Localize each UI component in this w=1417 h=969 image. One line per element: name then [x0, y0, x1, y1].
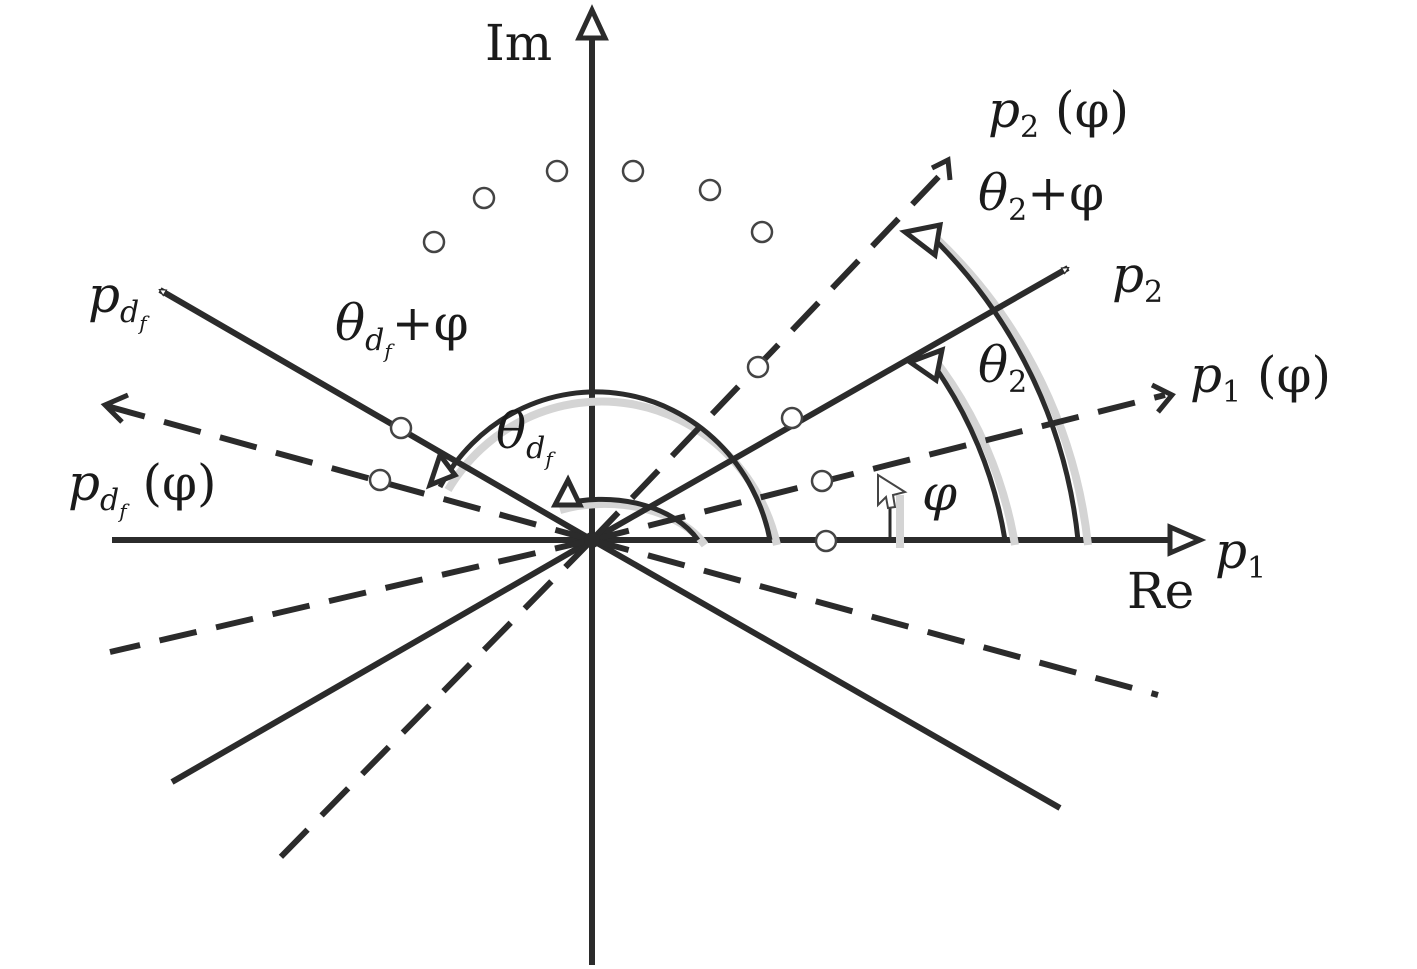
label-p1-phi: p1 (φ) [1190, 346, 1331, 410]
imag-axis-label: Im [485, 14, 552, 72]
mouse-pointer-icon [877, 473, 908, 510]
circle-marker-icon [368, 468, 392, 492]
arc-arrowheads [425, 221, 946, 508]
circle-marker-icon [814, 529, 838, 553]
arc-shadows [444, 237, 1092, 548]
root-markers [368, 159, 838, 553]
axes [112, 4, 1207, 965]
angle-arcs [437, 233, 1081, 542]
real-axis-arrow-icon [1167, 523, 1207, 557]
arc-theta2-plus-phi [928, 233, 1081, 541]
circle-marker-icon [389, 416, 413, 440]
label-p1: p1 [1215, 522, 1266, 586]
vector-p2 [590, 265, 1068, 543]
small-arrow-icon [100, 392, 129, 424]
rotated-arrowheads [100, 156, 1176, 424]
solid-vectors [160, 265, 1068, 543]
solid-lower-lines [170, 537, 1062, 811]
small-arrow-icon [930, 156, 953, 181]
arc-theta-df [559, 496, 701, 542]
label-phi: φ [922, 464, 957, 522]
arc-theta2 [927, 358, 1008, 541]
circle-marker-icon [472, 186, 496, 210]
label-pdf-phi: pdf (φ) [68, 454, 217, 523]
label-theta-df-plus-phi: θdf+φ [335, 294, 469, 363]
circle-marker-icon [545, 159, 569, 183]
dashed-pdf-phi [102, 402, 593, 543]
dashed-p1-phi [591, 392, 1166, 543]
label-p2: p2 [1112, 246, 1163, 310]
dashed-p2-phi [589, 167, 948, 543]
label-p2-phi: p2 (φ) [988, 81, 1129, 145]
dashed-lines [102, 167, 1166, 873]
circle-marker-icon [422, 230, 446, 254]
labels: Im Re p1 p2 (φ) θ2+φ p2 p1 (φ) θ2 φ pdf … [68, 14, 1331, 620]
circle-marker-icon [746, 355, 770, 379]
label-theta2: θ2 [978, 336, 1027, 400]
real-axis-label: Re [1127, 562, 1194, 620]
small-arrow-icon [1150, 382, 1176, 414]
imag-axis-arrow-icon [575, 4, 609, 41]
label-theta2-plus-phi: θ2+φ [978, 164, 1104, 228]
arc-theta-df-plus-phi [437, 389, 773, 541]
circle-marker-icon [621, 159, 645, 183]
label-pdf: pdf [88, 266, 150, 335]
circle-marker-icon [698, 178, 722, 202]
vector-pdf [160, 287, 594, 543]
origin-point [584, 532, 600, 548]
circle-marker-icon [810, 469, 834, 493]
circle-marker-icon [750, 220, 774, 244]
circle-marker-icon [780, 406, 804, 430]
